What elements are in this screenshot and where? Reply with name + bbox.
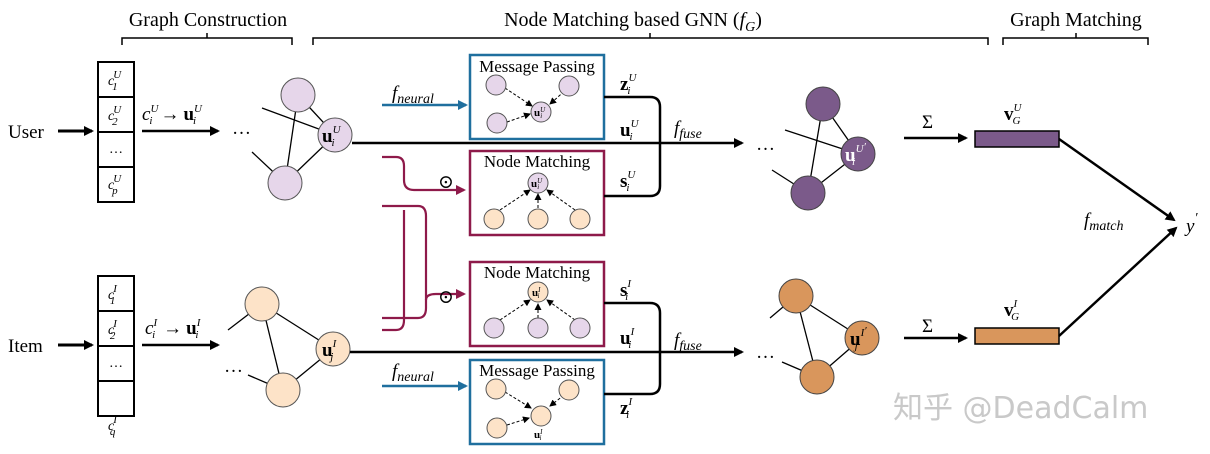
item-f-fuse-label: ffuse (674, 330, 702, 354)
brace-node-matching-gnn (312, 33, 989, 45)
item-label: Item (8, 336, 43, 357)
user-label: User (8, 122, 45, 143)
item-node-matching-title: Node Matching (484, 263, 591, 282)
item-feature-ellipsis: … (109, 356, 123, 371)
header-node-matching-gnn: Node Matching based GNN (fG) (504, 9, 762, 35)
item-match-arrow (1058, 226, 1178, 337)
item-message-passing-title: Message Passing (479, 361, 595, 380)
user-output-graph: uU′i (771, 86, 876, 211)
f-neural-user-label: fneural (392, 83, 434, 107)
user-sum-symbol: Σ (922, 112, 933, 133)
item-output-graph: uI′j (769, 278, 880, 395)
item-fusion-bracket (604, 301, 662, 396)
item-sum-symbol: Σ (922, 316, 933, 337)
odot-user: ⊙ (438, 172, 454, 193)
user-output-node-label: uU′i (845, 141, 867, 168)
svg-text:uIi: uIi (534, 428, 543, 442)
odot-item: ⊙ (438, 287, 454, 308)
brace-graph-construction (121, 33, 293, 45)
f-neural-item-label: fneural (392, 361, 434, 385)
user-f-fuse-label: ffuse (674, 118, 702, 142)
item-output-node-label: uI′j (850, 325, 867, 352)
item-graph-vector (974, 327, 1060, 345)
header-graph-construction: Graph Construction (129, 9, 287, 31)
svg-text:uUi: uUi (531, 177, 543, 191)
user-message-passing-title: Message Passing (479, 57, 595, 76)
svg-text:uIi: uIi (532, 286, 541, 300)
f-match-label: fmatch (1084, 210, 1124, 234)
prediction-output: y′ (1184, 211, 1198, 237)
item-graph-dots: … (224, 356, 243, 377)
user-match-arrow (1058, 137, 1176, 222)
user-feature-ellipsis: … (109, 142, 123, 157)
user-output-dots: … (756, 134, 775, 155)
cross-graph-routing (382, 155, 466, 332)
user-fusion-bracket (604, 95, 662, 198)
user-graph-dots: … (232, 118, 251, 139)
item-output-dots: … (756, 342, 775, 363)
svg-text:uUi: uUi (534, 106, 546, 120)
watermark: 知乎 @DeadCalm (893, 391, 1148, 426)
user-node-matching-title: Node Matching (484, 152, 591, 171)
user-graph-vector (974, 130, 1060, 148)
brace-graph-matching (1002, 33, 1149, 45)
header-graph-matching: Graph Matching (1010, 9, 1142, 31)
